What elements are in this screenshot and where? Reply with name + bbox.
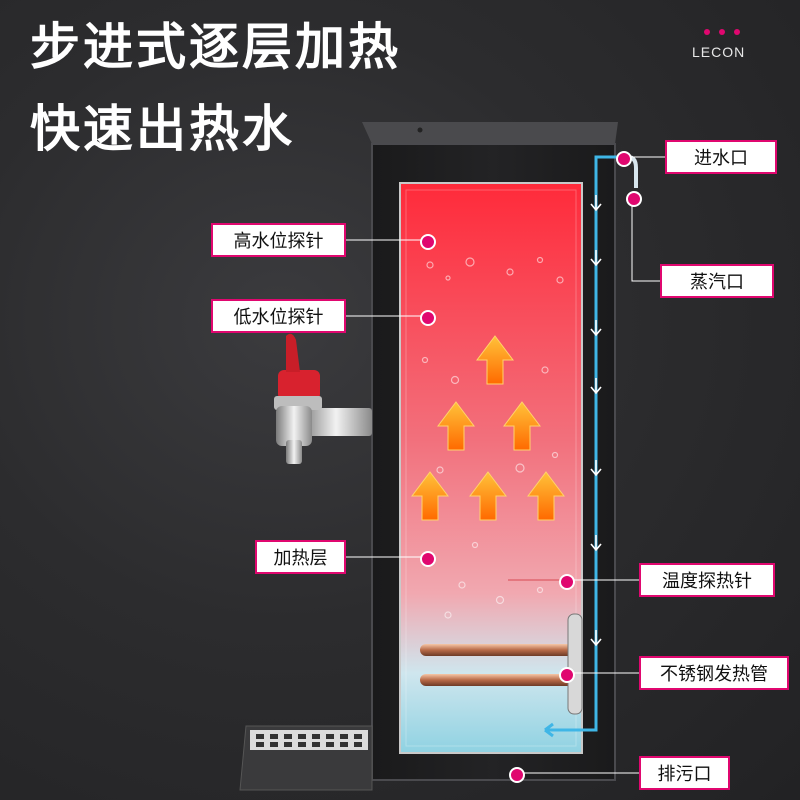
heating-tubes	[420, 613, 583, 715]
drip-tray-icon	[239, 725, 373, 791]
leader-lines	[346, 156, 665, 774]
steam-outlet-marker	[626, 191, 642, 207]
water-flow-path	[544, 155, 638, 738]
inner-tank-highlight	[405, 189, 577, 747]
down-arrow-icon	[590, 195, 602, 212]
label-temperature-probe: 温度探热针	[639, 563, 775, 597]
heating-tube-marker	[559, 667, 575, 683]
up-arrow-icon	[437, 401, 475, 451]
heating-layer-marker	[420, 551, 436, 567]
down-arrow-icon	[590, 630, 602, 647]
low-level-probe-marker	[420, 310, 436, 326]
brand-dot	[719, 29, 725, 35]
label-stainless-heating-tube: 不锈钢发热管	[639, 656, 789, 690]
label-steam-outlet: 蒸汽口	[660, 264, 774, 298]
boiler-lid	[362, 122, 618, 144]
flow-arrows	[590, 195, 602, 647]
label-low-level-probe: 低水位探针	[211, 299, 346, 333]
lid-screw	[417, 127, 423, 133]
left-arrow-icon	[544, 722, 554, 738]
up-arrow-icon	[411, 471, 449, 521]
down-arrow-icon	[590, 535, 602, 552]
down-arrow-icon	[590, 378, 602, 395]
temperature-probe-marker	[559, 574, 575, 590]
up-arrow-icon	[469, 471, 507, 521]
label-high-level-probe: 高水位探针	[211, 223, 346, 257]
down-arrow-icon	[590, 250, 602, 267]
label-water-inlet: 进水口	[665, 140, 777, 174]
down-arrow-icon	[590, 460, 602, 477]
down-arrow-icon	[590, 320, 602, 337]
label-drain-outlet: 排污口	[639, 756, 730, 790]
brand-dot	[734, 29, 740, 35]
headline-line-2: 快速出热水	[30, 100, 295, 158]
drain-outlet-marker	[509, 767, 525, 783]
headline-line-1: 步进式逐层加热	[30, 18, 401, 76]
faucet-icon	[274, 333, 372, 464]
brand-logo: LECON	[692, 44, 746, 60]
up-arrow-icon	[503, 401, 541, 451]
brand-dot	[704, 29, 710, 35]
inner-tank	[399, 182, 583, 754]
heat-arrows	[411, 335, 565, 521]
water-inlet-marker	[616, 151, 632, 167]
high-level-probe-marker	[420, 234, 436, 250]
up-arrow-icon	[527, 471, 565, 521]
up-arrow-icon	[476, 335, 514, 385]
label-heating-layer: 加热层	[255, 540, 346, 574]
